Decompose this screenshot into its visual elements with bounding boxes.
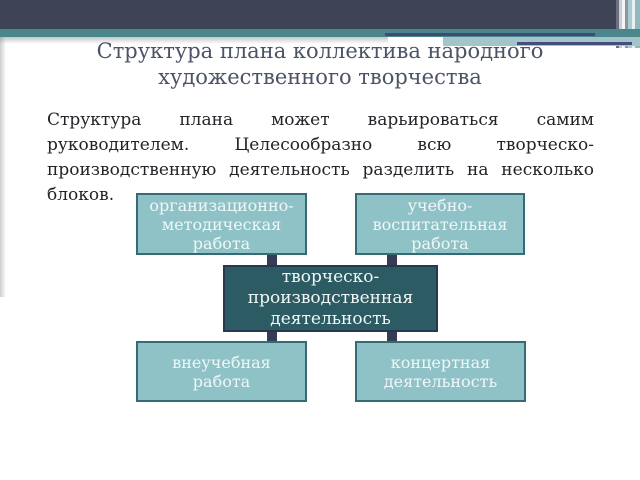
page-title: Структура плана коллектива народного худ… xyxy=(96,39,544,89)
diagram-box-organizational-methodical: организационно- методическая работа xyxy=(136,193,307,255)
teal-stripe xyxy=(0,29,640,37)
diagram-box-creative-production: творческо- производственная деятельность xyxy=(223,265,438,332)
diagram-box-concert: концертная деятельность xyxy=(355,341,526,402)
connector-org-to-creative xyxy=(267,250,277,270)
header-band xyxy=(0,0,640,29)
accent-line-lower xyxy=(517,42,632,45)
accent-line-upper xyxy=(385,33,595,36)
body-paragraph: Структура плана может варьироваться сами… xyxy=(47,110,594,205)
connector-creative-to-extracurricular xyxy=(267,327,277,346)
diagram-box-educational: учебно- воспитательная работа xyxy=(355,193,525,255)
diagram-box-extracurricular: внеучебная работа xyxy=(136,341,307,402)
connector-creative-to-concert xyxy=(387,327,397,346)
connector-edu-to-creative xyxy=(387,250,397,270)
header-shadow-gradient xyxy=(0,37,388,44)
left-edge-shade xyxy=(0,37,6,297)
teal-extension-decoration xyxy=(443,37,640,46)
